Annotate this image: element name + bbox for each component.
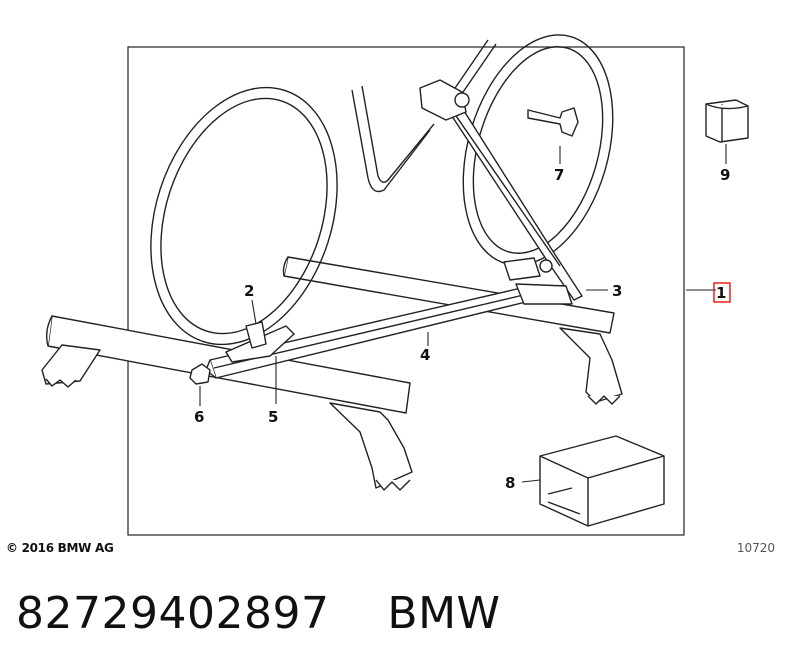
callout-2: 2 [244,282,254,300]
image-number: 10720 [736,541,775,555]
callout-1-highlight [713,282,731,303]
sleeve-part [705,99,749,143]
diagram-frame [127,46,685,536]
callout-8: 8 [505,474,515,492]
box-part [539,435,665,527]
callout-9: 9 [720,166,730,184]
brand-name: BMW [387,588,501,639]
callout-7: 7 [554,166,564,184]
callout-3: 3 [612,282,622,300]
callout-1: 1 [716,284,726,302]
callout-4: 4 [420,346,430,364]
callout-5: 5 [268,408,278,426]
leader-lines [199,144,727,483]
key-part [527,107,579,137]
part-number: 82729402897 [16,588,330,639]
copyright-notice: © 2016 BMW AG [6,541,114,555]
callout-6: 6 [194,408,204,426]
bike-carrier [189,79,583,385]
part-caption: 82729402897 BMW [16,588,501,639]
